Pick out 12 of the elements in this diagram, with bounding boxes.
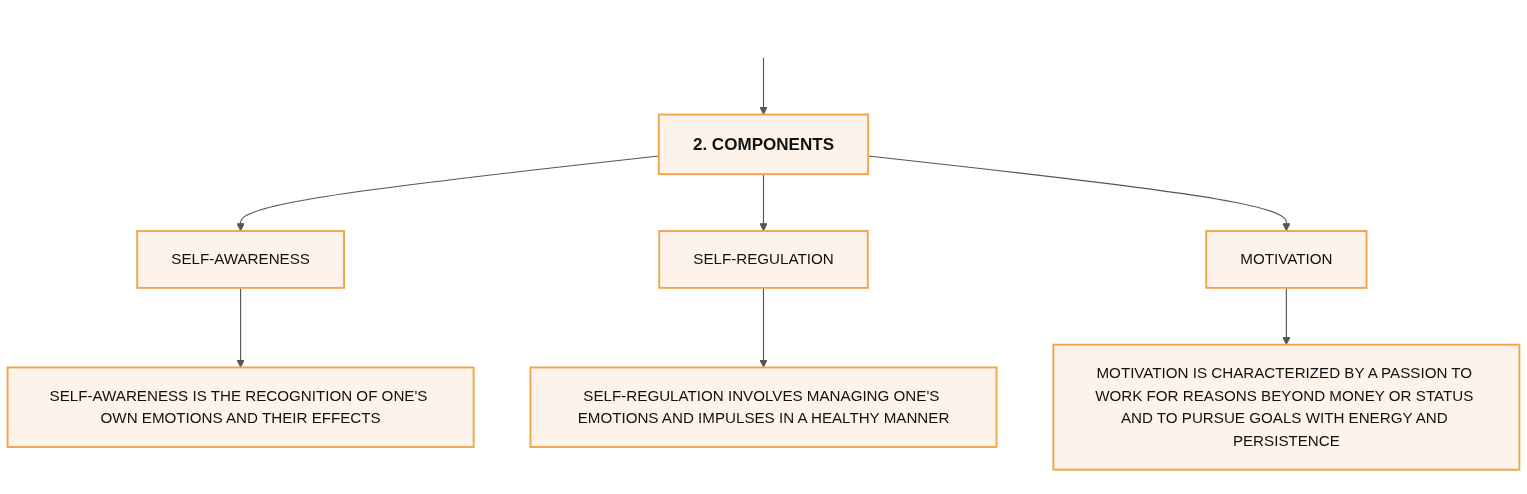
node-box: SELF-REGULATION INVOLVES MANAGING ONE'S EMOTIONS AND IMPULSES IN A HEALTHY MANNER (529, 366, 998, 449)
node-box: MOTIVATION IS CHARACTERIZED BY A PASSION TO WORK FOR REASONS BEYOND MONEY OR STATUS AND TO PURSUE GOALS WITH ENERGY AND PERSISTENCE (1052, 344, 1521, 472)
arrow (236, 287, 245, 369)
node-box: 2. COMPONENTS (657, 113, 870, 176)
node-box: SELF-REGULATION (658, 230, 869, 290)
node-box: SELF-AWARENESS IS THE RECOGNITION OF ONE'S OWN EMOTIONS AND THEIR EFFECTS (6, 366, 475, 449)
node-box: SELF-AWARENESS (136, 230, 345, 290)
arrow (759, 173, 768, 232)
arrow (759, 287, 768, 369)
node-box: MOTIVATION (1205, 230, 1368, 290)
arrow (759, 57, 768, 116)
arrow (1282, 287, 1291, 346)
